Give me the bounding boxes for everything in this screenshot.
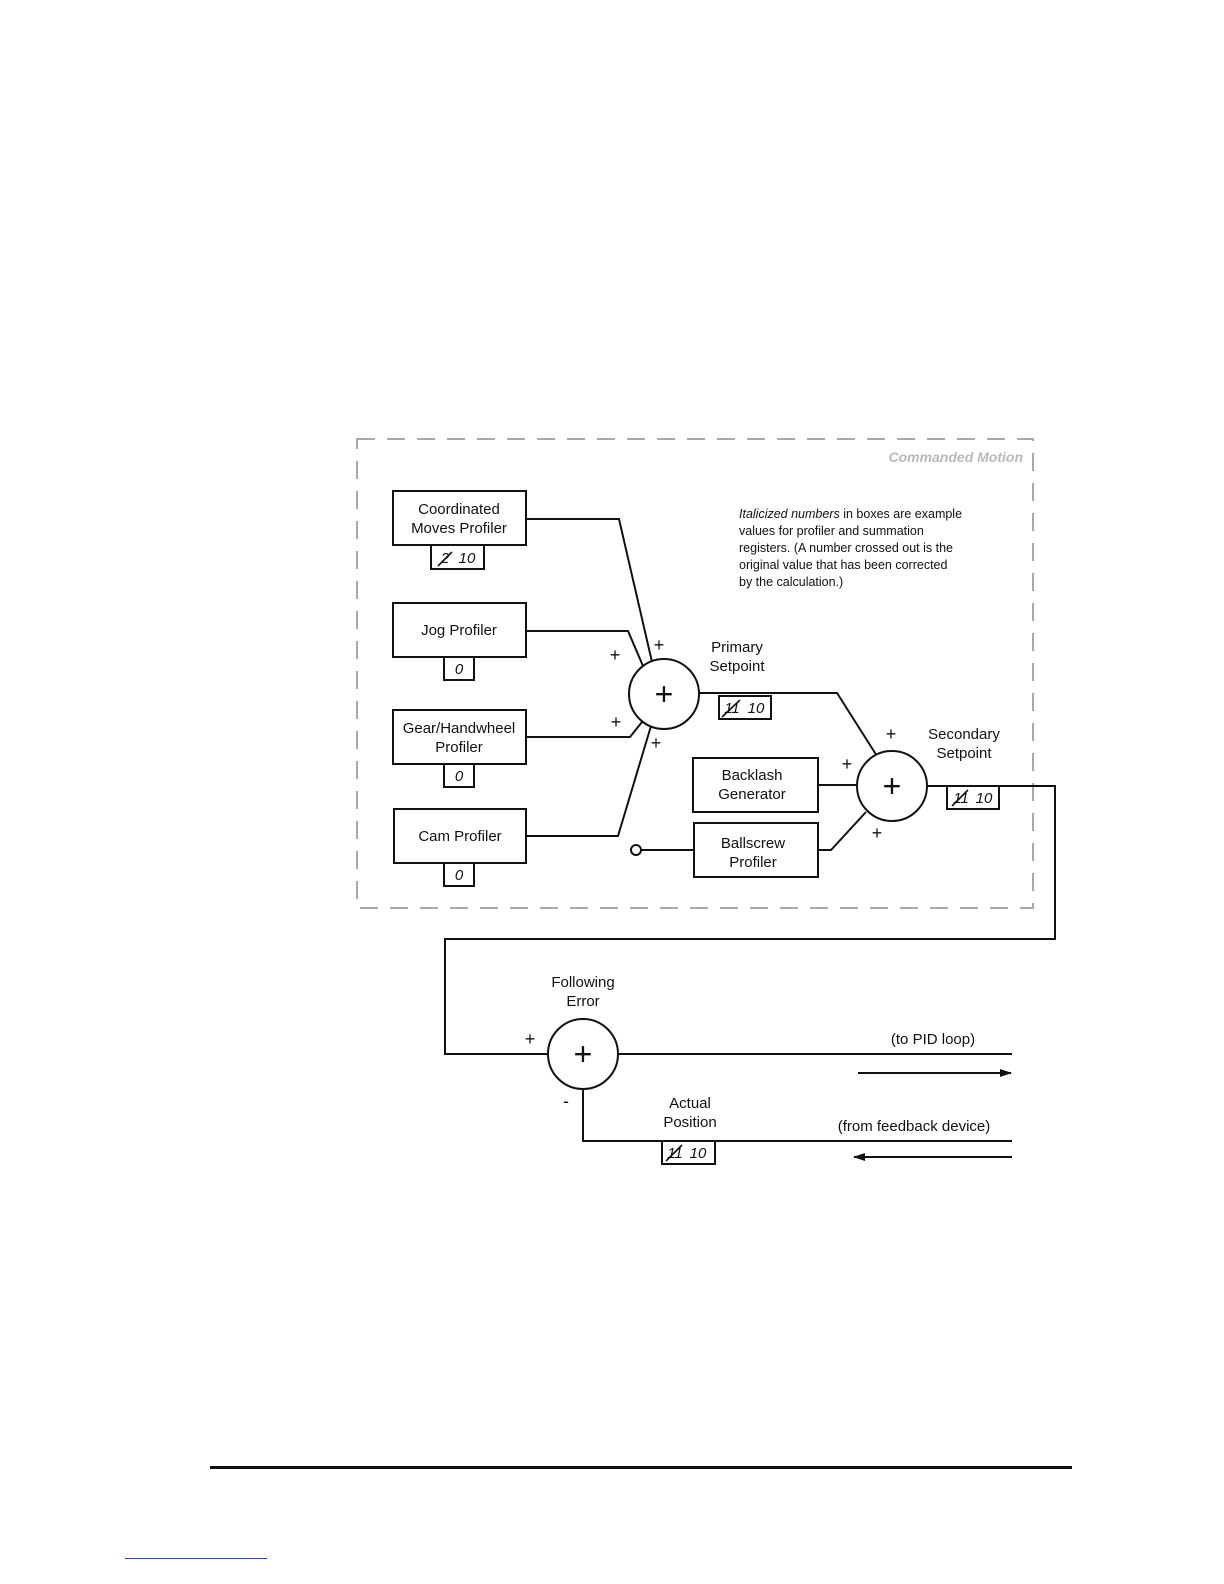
- sign-backlash: +: [842, 754, 853, 774]
- svg-text:Actual: Actual: [669, 1095, 711, 1112]
- secondary-setpoint-value-box: 11 10: [946, 785, 1000, 810]
- wire-jog: [526, 630, 644, 667]
- svg-text:Jog Profiler: Jog Profiler: [421, 622, 497, 639]
- secondary-summer: +: [856, 750, 928, 822]
- svg-text:Generator: Generator: [718, 786, 786, 803]
- svg-text:original value that has been c: original value that has been corrected: [739, 558, 948, 572]
- svg-text:0: 0: [455, 768, 464, 785]
- svg-text:Cam Profiler: Cam Profiler: [418, 828, 501, 845]
- svg-text:Italicized numbers in boxes ar: Italicized numbers in boxes are example: [739, 507, 962, 521]
- svg-text:Gear/Handwheel: Gear/Handwheel: [403, 720, 516, 737]
- footer-rule: [210, 1466, 1072, 1469]
- sign-cam: +: [651, 733, 662, 753]
- svg-text:Profiler: Profiler: [729, 854, 777, 871]
- cam-value-box: 0: [443, 862, 475, 887]
- gear-value-box: 0: [443, 763, 475, 788]
- coordinated-value-box: 2 10: [430, 544, 485, 570]
- svg-text:Error: Error: [566, 993, 599, 1010]
- svg-text:+: +: [883, 768, 902, 804]
- svg-text:Secondary: Secondary: [928, 726, 1000, 743]
- svg-text:10: 10: [748, 700, 765, 717]
- wire-cam: [526, 725, 652, 837]
- following-error-summer: +: [547, 1018, 619, 1090]
- to-pid-label: (to PID loop): [891, 1031, 975, 1048]
- wire-coordinated: [526, 518, 653, 663]
- svg-text:by the calculation.): by the calculation.): [739, 575, 843, 589]
- svg-text:Profiler: Profiler: [435, 739, 483, 756]
- sign-jog: +: [610, 645, 621, 665]
- sign-setpoint-in: +: [525, 1029, 536, 1049]
- svg-text:11: 11: [667, 1145, 683, 1162]
- svg-text:+: +: [574, 1036, 593, 1072]
- wire-gear: [526, 721, 643, 738]
- wire-primary-out: [699, 692, 878, 757]
- following-error-label: Following Error: [551, 974, 614, 1010]
- backlash-generator: Backlash Generator: [692, 757, 819, 813]
- svg-text:Setpoint: Setpoint: [936, 745, 992, 762]
- svg-text:10: 10: [690, 1145, 707, 1162]
- primary-setpoint-label: Primary Setpoint: [709, 639, 765, 675]
- footer-link-underline: [125, 1558, 267, 1559]
- wire-secondary-out: [444, 785, 1056, 1055]
- region-title: Commanded Motion: [888, 449, 1023, 465]
- note-text: Italicized numbers in boxes are example …: [739, 507, 962, 589]
- svg-text:Position: Position: [663, 1114, 716, 1131]
- ballscrew-input-terminal: [630, 844, 642, 856]
- svg-text:+: +: [655, 676, 674, 712]
- primary-setpoint-value-box: 11 10: [718, 695, 772, 720]
- commanded-motion-region: [356, 438, 1034, 909]
- sign-actual-in: -: [563, 1091, 569, 1111]
- sign-ballscrew: +: [872, 823, 883, 843]
- secondary-setpoint-label: Secondary Setpoint: [928, 726, 1000, 762]
- svg-text:0: 0: [455, 661, 464, 678]
- svg-text:Primary: Primary: [711, 639, 763, 656]
- svg-text:Backlash: Backlash: [722, 767, 783, 784]
- sign-primary-in: +: [886, 724, 897, 744]
- svg-text:Coordinated: Coordinated: [418, 501, 500, 518]
- svg-text:11: 11: [953, 790, 969, 807]
- svg-text:Moves Profiler: Moves Profiler: [411, 520, 507, 537]
- svg-text:0: 0: [455, 867, 464, 884]
- gear-handwheel-profiler: Gear/Handwheel Profiler: [392, 709, 527, 765]
- svg-text:10: 10: [459, 550, 476, 567]
- sign-gear: +: [611, 712, 622, 732]
- svg-text:registers. (A number crossed o: registers. (A number crossed out is the: [739, 541, 953, 555]
- jog-profiler: Jog Profiler: [392, 602, 527, 658]
- wire-actual-position: [582, 1089, 1012, 1142]
- wire-ballscrew: [818, 811, 867, 851]
- coordinated-moves-profiler: Coordinated Moves Profiler: [392, 490, 527, 546]
- cam-profiler: Cam Profiler: [393, 808, 527, 864]
- svg-text:Ballscrew: Ballscrew: [721, 835, 785, 852]
- actual-position-label: Actual Position: [663, 1095, 716, 1131]
- sign-coordinated: +: [654, 635, 665, 655]
- primary-summer: +: [628, 658, 700, 730]
- svg-text:values for profiler and summat: values for profiler and summation: [739, 524, 924, 538]
- actual-position-value-box: 11 10: [661, 1140, 716, 1165]
- svg-text:Following: Following: [551, 974, 614, 991]
- svg-text:10: 10: [976, 790, 993, 807]
- ballscrew-profiler: Ballscrew Profiler: [693, 822, 819, 878]
- from-feedback-label: (from feedback device): [838, 1118, 991, 1135]
- svg-text:Setpoint: Setpoint: [709, 658, 765, 675]
- jog-value-box: 0: [443, 656, 475, 681]
